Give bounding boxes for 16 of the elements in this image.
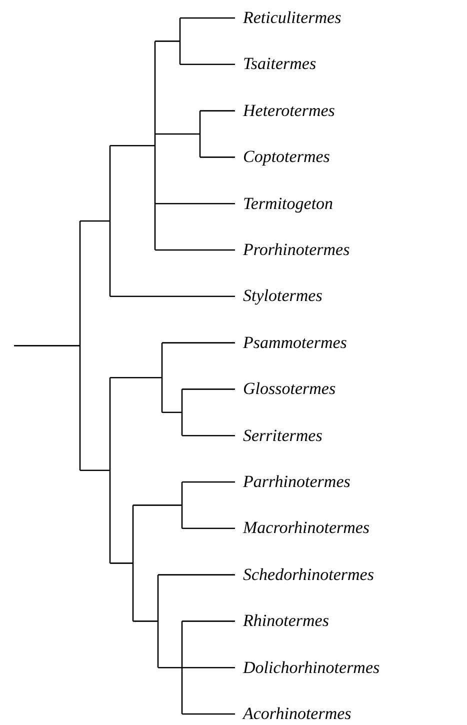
taxon-label: Stylotermes [243, 286, 322, 306]
taxon-label: Dolichorhinotermes [243, 658, 380, 678]
taxon-label: Parrhinotermes [243, 472, 350, 492]
taxon-label: Reticulitermes [243, 8, 342, 28]
taxon-label: Glossotermes [243, 379, 336, 400]
taxon-label: Rhinotermes [243, 611, 329, 632]
taxon-label: Tsaitermes [243, 54, 316, 74]
taxon-label: Schedorhinotermes [243, 564, 374, 585]
taxon-label: Termitogeton [243, 194, 334, 214]
taxon-label: Macrorhinotermes [243, 518, 370, 538]
taxon-label: Psammotermes [243, 332, 347, 353]
taxon-label: Serritermes [243, 426, 322, 446]
taxon-label: Coptotermes [243, 147, 330, 168]
taxon-label: Heterotermes [243, 100, 335, 121]
taxon-label: Prorhinotermes [243, 240, 350, 260]
taxon-label: Acorhinotermes [243, 704, 352, 724]
